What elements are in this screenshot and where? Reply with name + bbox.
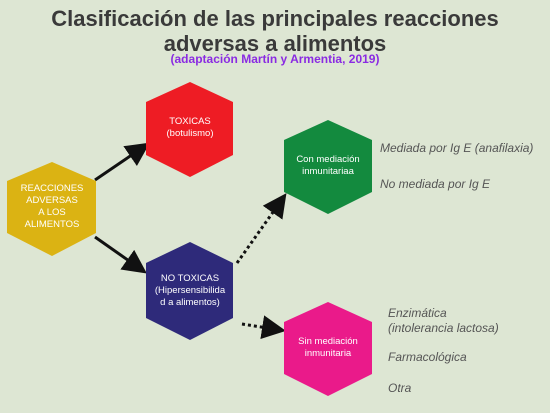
dotted-arrow-to-immune [235,193,287,264]
toxic-label-line-1: TOXICAS [169,116,211,127]
root-hexagon [7,162,96,256]
non-toxic-label-line-2: (Hipersensibilida [154,285,226,296]
non-toxic-hexagon [146,242,233,340]
diagram-subtitle: (adaptación Martín y Armentia, 2019) [170,52,380,66]
root-label-line-4: ALIMENTOS [24,219,80,230]
non-toxic-label: NO TOXICAS (Hipersensibilida d a aliment… [148,264,232,318]
immune-label-line-1: Con mediación [296,154,360,165]
non-toxic-label-line-1: NO TOXICAS [160,273,220,284]
toxic-label: TOXICAS (botulismo) [148,102,232,154]
non-immune-type-enzymatic-line-2: (intolerancia lactosa) [388,321,499,335]
arrow-root-to-toxic [94,142,150,182]
root-label-line-3: A LOS [38,207,66,218]
non-immune-label-line-2: inmunitaria [304,348,352,359]
non-immune-hexagon [284,302,372,396]
title-line-1: Clasificación de las principales reaccio… [51,6,499,31]
non-immune-label-line-1: Sin mediación [298,336,358,347]
immune-label: Con mediación inmunitariaa [286,141,370,191]
dotted-arrow-to-non-immune [241,315,286,340]
immune-label-line-2: inmunitariaa [302,166,354,177]
title-line-2: adversas a alimentos [163,31,387,56]
immune-hexagon [284,120,372,214]
immune-type-non-ige: No mediada por Ig E [380,177,491,191]
non-toxic-label-line-3: d a alimentos) [160,297,220,308]
diagram-title: Clasificación de las principales reaccio… [0,6,550,56]
toxic-hexagon [146,82,233,177]
root-label-line-1: REACCIONES [20,183,84,194]
toxic-label-line-2: (botulismo) [166,128,214,139]
immune-type-ige: Mediada por Ig E (anafilaxia) [380,141,534,155]
non-immune-type-enzymatic: Enzimática (intolerancia lactosa) [388,306,499,336]
non-immune-label: Sin mediación inmunitaria [286,323,370,373]
non-immune-type-enzymatic-line-1: Enzimática [388,306,447,320]
root-label: REACCIONES ADVERSAS A LOS ALIMENTOS [10,176,94,238]
root-label-line-2: ADVERSAS [26,195,78,206]
arrow-root-to-non-toxic [94,235,147,274]
non-immune-type-other: Otra [388,381,412,395]
non-immune-type-pharmacological: Farmacológica [388,350,467,364]
